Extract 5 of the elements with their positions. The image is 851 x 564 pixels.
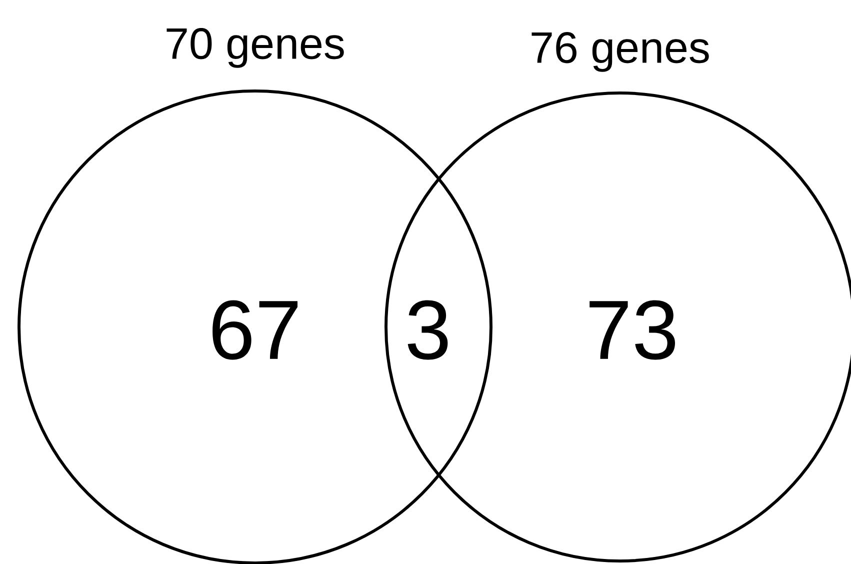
count-label: 67	[212, 300, 298, 360]
count-label: 3	[408, 300, 448, 360]
set-label: 70 genes	[166, 28, 344, 68]
count-label: 73	[590, 300, 675, 360]
set-label: 76 genes	[532, 32, 709, 72]
